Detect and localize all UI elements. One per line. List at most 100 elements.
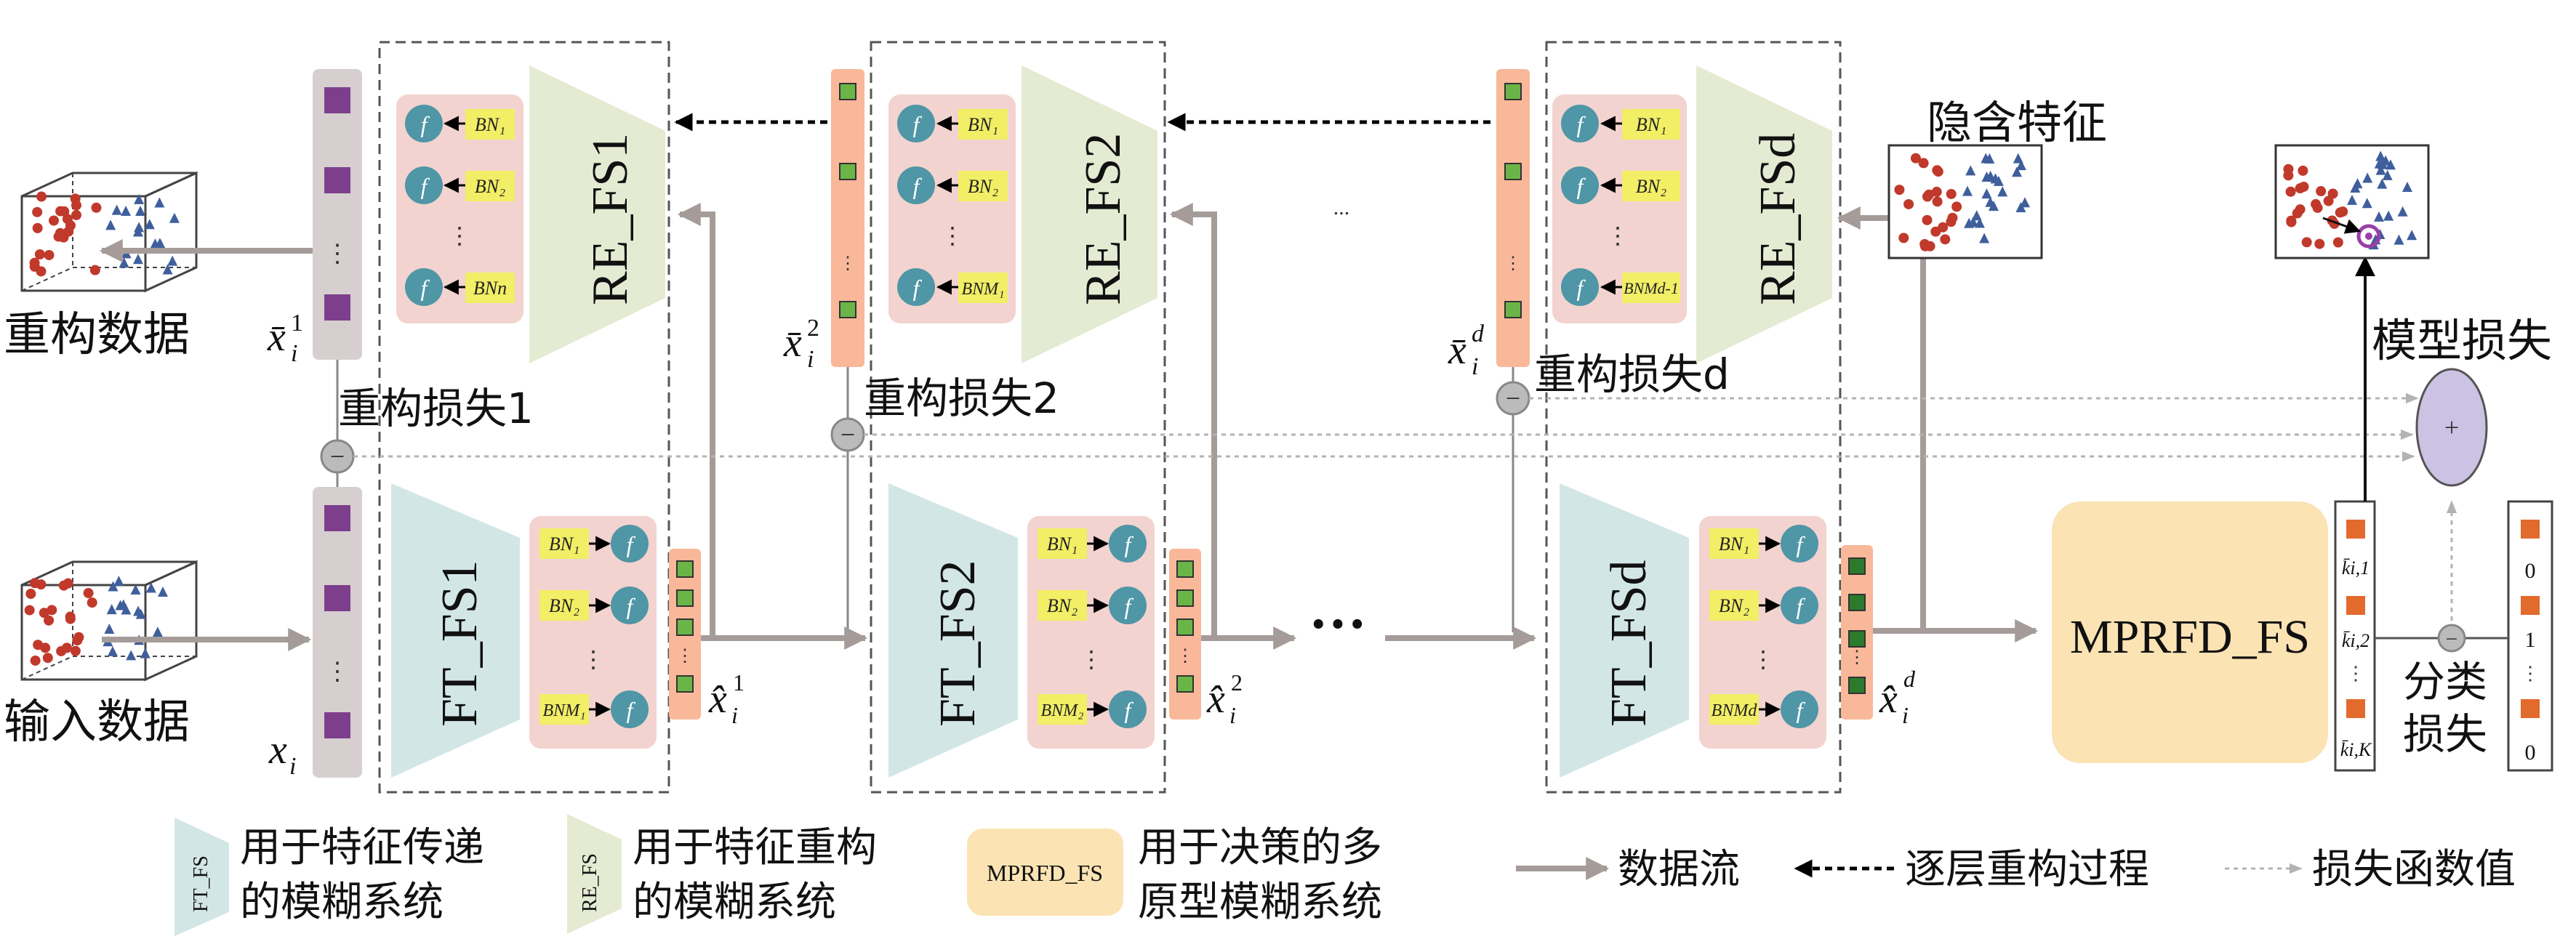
red-point <box>1946 217 1957 227</box>
onehot-vector: 0 1 ⋮ 0 <box>2507 500 2553 772</box>
xbard-label: x̄ i d <box>1448 321 1485 380</box>
svg-text:⋮: ⋮ <box>2521 663 2540 684</box>
red-point <box>91 202 102 213</box>
red-point <box>29 261 40 272</box>
svg-text:i: i <box>1472 353 1478 380</box>
red-point <box>49 215 60 226</box>
svg-text:⋮: ⋮ <box>2346 663 2365 684</box>
legend: FT_FS 用于特征传递 的模糊系统 RE_FS 用于特征重构 的模糊系统 MP… <box>174 814 2516 936</box>
xi-vector: ⋮ <box>313 487 362 778</box>
blue-point <box>135 205 146 216</box>
svg-text:⋮: ⋮ <box>941 222 964 249</box>
stage2-frame <box>870 41 1166 794</box>
blue-point <box>2015 160 2026 171</box>
svg-text:⋮: ⋮ <box>448 222 471 249</box>
svg-text:−: − <box>2446 627 2458 651</box>
svg-text:−: − <box>840 420 855 449</box>
blue-point <box>2382 169 2393 180</box>
red-point <box>73 632 84 642</box>
svg-text:⋮: ⋮ <box>1848 648 1866 667</box>
blue-point <box>134 222 145 233</box>
xhat2-vector: ⋮ <box>1169 549 1201 720</box>
re-fsd-label: RE_FSd <box>1750 133 1806 305</box>
blue-point <box>121 206 132 217</box>
blue-point <box>2347 194 2358 205</box>
blue-point <box>2362 172 2373 183</box>
xbar2-vector: ⋮ <box>831 69 864 367</box>
legend-re-text-2: 的模糊系统 <box>633 879 836 926</box>
blue-point <box>130 584 141 595</box>
recon-loss2-label: 重构损失2 <box>864 374 1059 423</box>
blue-point <box>2394 234 2404 245</box>
svg-text:⋮: ⋮ <box>325 658 350 685</box>
blue-point <box>1967 217 1978 227</box>
red-point <box>24 605 35 616</box>
red-point <box>1922 191 1933 202</box>
staged-frame <box>1545 41 1842 794</box>
red-point <box>2316 186 2327 197</box>
svg-text:x̄: x̄ <box>783 321 802 366</box>
red-point <box>63 226 74 237</box>
svg-text:x̂: x̂ <box>708 677 727 722</box>
blue-point <box>1965 165 1976 176</box>
red-point <box>83 588 94 599</box>
blue-point <box>115 600 126 610</box>
blue-point <box>133 605 144 616</box>
class-loss-minus <box>2437 624 2466 653</box>
blue-point <box>2362 198 2372 209</box>
red-point <box>42 653 53 664</box>
blue-point <box>2378 158 2388 169</box>
re-fs2-label: RE_FS2 <box>1075 133 1131 305</box>
blue-point <box>2352 178 2363 189</box>
re-fsd-block <box>1696 65 1832 363</box>
blue-point <box>2020 197 2031 208</box>
xhat1-label: x̂ i 1 <box>708 669 745 728</box>
blue-point <box>169 212 180 223</box>
red-point <box>62 214 73 225</box>
svg-text:i: i <box>1229 702 1236 728</box>
re-fsd-bn-panel: f BN₁ f BN₂ ⋮ f BNMd-1 <box>1552 94 1687 323</box>
blue-point <box>1981 188 1992 199</box>
legend-ft-text-1: 用于特征传递 <box>240 824 484 871</box>
svg-text:i: i <box>291 340 297 367</box>
svg-text:k̄i,1: k̄i,1 <box>2342 557 2370 579</box>
svg-text:BNM₂: BNM₂ <box>1040 701 1083 720</box>
blue-point <box>1971 210 1982 221</box>
top-ellipsis: ... <box>1333 196 1350 219</box>
red-point <box>71 209 82 220</box>
xi-label: x i <box>268 728 296 780</box>
svg-text:BNM₁: BNM₁ <box>542 701 585 720</box>
svg-text:⋮: ⋮ <box>1504 254 1522 273</box>
blue-point <box>2402 182 2412 193</box>
red-point <box>2298 181 2309 192</box>
svg-text:+: + <box>2444 413 2459 442</box>
svg-text:x̄: x̄ <box>1448 328 1466 373</box>
red-point <box>55 206 66 217</box>
xhatd-vector: ⋮ <box>1841 545 1873 720</box>
blue-point <box>2373 211 2384 222</box>
legend-mprfd-text-2: 原型模糊系统 <box>1138 879 1382 926</box>
blue-point <box>104 624 115 634</box>
svg-text:x: x <box>268 728 287 773</box>
recon-data-label: 重构数据 <box>4 308 190 362</box>
red-point <box>71 200 82 211</box>
blue-point <box>1984 153 1995 164</box>
red-point <box>89 265 100 275</box>
data-flow-arrows <box>677 203 2039 650</box>
xbar2-label: x̄ i 2 <box>783 315 819 373</box>
blue-point <box>134 193 145 204</box>
red-point <box>40 642 51 653</box>
svg-text:BN₂: BN₂ <box>549 595 579 616</box>
svg-text:x̄: x̄ <box>267 315 286 360</box>
svg-text:BNMd: BNMd <box>1712 701 1758 720</box>
blue-point <box>167 255 178 266</box>
blue-point <box>145 582 156 593</box>
svg-text:−: − <box>330 442 345 471</box>
svg-text:d: d <box>1903 666 1916 692</box>
loss-value-lines <box>353 392 2457 638</box>
re-fs2-bn-panel: f BN₁ f BN₂ ⋮ f BNM₁ <box>888 94 1016 323</box>
red-point <box>2298 165 2308 176</box>
svg-text:i: i <box>1902 702 1909 728</box>
blue-point <box>2397 206 2408 217</box>
